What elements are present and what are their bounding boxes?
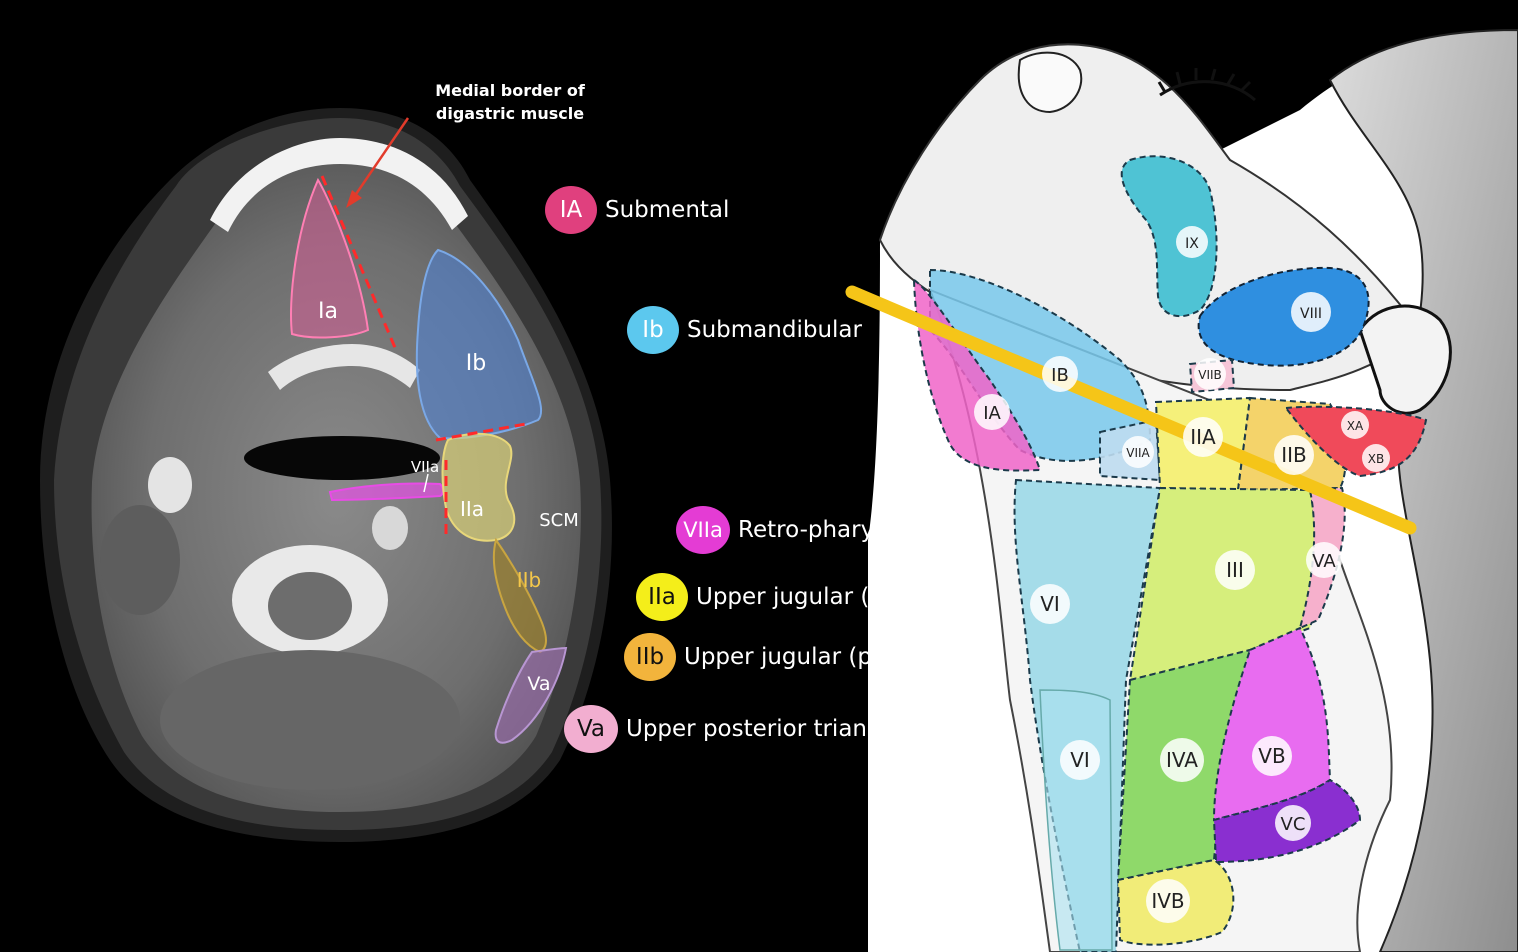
ct-region-ia	[290, 177, 370, 339]
ct-axial-scan: Ia Ib VIIa IIa SCM IIb Va	[40, 108, 612, 842]
legend-label-iia: Upper jugular (anterior)	[696, 584, 970, 610]
ct-label-va: Va	[527, 673, 550, 695]
legend-item-ib: Ib Submandibular	[627, 306, 862, 354]
svg-text:VIII: VIII	[1300, 306, 1322, 322]
legend-badge-ib: Ib	[627, 306, 679, 354]
legend-label-viia: Retro-pharyngeal	[738, 517, 939, 543]
region-viii	[1197, 266, 1370, 367]
ct-airway	[244, 436, 440, 480]
label-ia: IA	[974, 394, 1010, 430]
label-iib: IIB	[1274, 435, 1314, 475]
legend-label-iib: Upper jugular (posterior)	[684, 644, 970, 670]
label-ivb: IVB	[1146, 879, 1190, 923]
svg-text:XA: XA	[1347, 419, 1364, 433]
legend-badge-iib: IIb	[624, 633, 676, 681]
svg-text:XB: XB	[1368, 452, 1384, 466]
label-vb: VB	[1252, 736, 1292, 776]
label-iia: IIA	[1183, 417, 1223, 457]
ct-left-neck-muscle	[100, 505, 180, 615]
legend-badge-iia: IIa	[636, 573, 688, 621]
legend-badge-va: Va	[564, 705, 618, 753]
ear-shape	[1358, 304, 1452, 415]
legend-badge-ia: IA	[545, 186, 597, 234]
svg-text:IB: IB	[1051, 365, 1069, 386]
label-iva: IVA	[1160, 738, 1204, 782]
axial-plane-line	[845, 285, 1417, 535]
nose-shape	[1017, 51, 1083, 114]
svg-text:VIIA: VIIA	[1126, 446, 1150, 460]
ct-label-iib: IIb	[517, 568, 542, 592]
label-viib: VIIB	[1194, 358, 1226, 390]
ct-vessel-right	[372, 506, 408, 550]
ct-spinal-canal	[268, 572, 352, 640]
legend-item-iia: IIa Upper jugular (anterior)	[636, 573, 970, 621]
svg-text:IA: IA	[983, 403, 1001, 424]
label-ix: IX	[1176, 226, 1208, 258]
label-viii: VIII	[1291, 292, 1331, 332]
ct-vessel-left	[148, 457, 192, 513]
legend-label-va: Upper posterior triangle	[626, 716, 903, 742]
region-ix	[1120, 155, 1218, 318]
legend-item-viia: VIIa Retro-pharyngeal	[676, 506, 938, 554]
eye-lashes	[1157, 68, 1256, 102]
svg-text:III: III	[1226, 558, 1244, 582]
svg-text:VI: VI	[1040, 592, 1060, 616]
ct-label-ia: Ia	[318, 299, 338, 324]
label-viia: VIIA	[1122, 436, 1154, 468]
svg-text:IVA: IVA	[1166, 748, 1198, 772]
annotation-line-1: Medial border of	[435, 81, 585, 100]
label-vi-lower: VI	[1060, 740, 1100, 780]
label-xb: XB	[1362, 444, 1390, 472]
ct-region-iia	[441, 432, 516, 542]
ct-label-ib: Ib	[466, 351, 486, 376]
legend-label-ib: Submandibular	[687, 317, 862, 343]
hair-shape	[1328, 28, 1518, 952]
label-vi-upper: VI	[1030, 584, 1070, 624]
svg-text:IIB: IIB	[1281, 443, 1307, 467]
svg-text:VA: VA	[1312, 551, 1336, 572]
label-vc: VC	[1275, 805, 1311, 841]
svg-text:VB: VB	[1258, 744, 1285, 768]
svg-text:IIA: IIA	[1190, 425, 1216, 449]
viia-pointer-arrow	[423, 473, 429, 493]
annotation-arrowhead	[346, 190, 362, 208]
label-ib: IB	[1042, 356, 1078, 392]
ct-mandible-arc	[210, 138, 468, 232]
ct-label-viia: VIIa	[411, 458, 439, 476]
label-va: VA	[1306, 542, 1342, 578]
legend-badge-viia: VIIa	[676, 506, 730, 554]
annotation-arrow-line	[350, 117, 410, 201]
ct-region-ib	[415, 248, 543, 440]
legend-item-ia: IA Submental	[545, 186, 729, 234]
ct-label-scm: SCM	[539, 510, 579, 531]
svg-text:IX: IX	[1185, 236, 1199, 252]
svg-text:VI: VI	[1070, 748, 1090, 772]
ct-hyoid-arc	[268, 344, 420, 390]
ct-paraspinal-muscle	[160, 650, 460, 790]
annotation-line-2: digastric muscle	[435, 104, 585, 123]
legend-item-iib: IIb Upper jugular (posterior)	[624, 633, 970, 681]
svg-text:VC: VC	[1281, 814, 1306, 835]
svg-text:IVB: IVB	[1151, 889, 1184, 913]
digastric-annotation: Medial border of digastric muscle	[420, 79, 600, 125]
label-iii: III	[1215, 550, 1255, 590]
neck-illustration: IX VIII VIIB IB IA VIIA IIA IIB	[845, 28, 1518, 952]
region-xa-xb	[1284, 405, 1428, 478]
svg-text:VIIB: VIIB	[1198, 368, 1222, 382]
legend-label-ia: Submental	[605, 197, 730, 223]
ct-region-va	[494, 646, 568, 744]
ct-label-iia: IIa	[460, 497, 484, 521]
legend-item-va: Va Upper posterior triangle	[564, 705, 902, 753]
label-xa: XA	[1341, 411, 1369, 439]
